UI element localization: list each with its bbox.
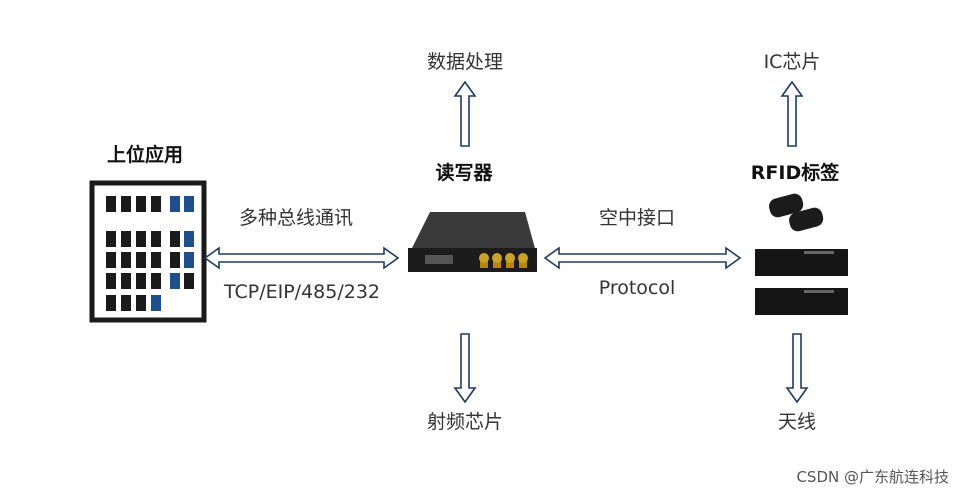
reader-label: 读写器 (435, 164, 492, 183)
antenna-label: 天线 (778, 413, 816, 432)
building-window (151, 231, 161, 247)
building-window (170, 273, 180, 289)
building-window (121, 273, 131, 289)
building-window (136, 231, 146, 247)
building-window (184, 196, 194, 212)
data-processing-arrow (455, 82, 475, 146)
building-window (184, 231, 194, 247)
building-window (170, 231, 180, 247)
bus-protocols-label: TCP/EIP/485/232 (224, 283, 380, 302)
data-processing-label: 数据处理 (427, 53, 503, 72)
bus-comm-label: 多种总线通讯 (239, 209, 353, 228)
air-interface-label: 空中接口 (599, 209, 675, 228)
building-window (170, 252, 180, 268)
protocol-label: Protocol (599, 279, 676, 298)
building-window (184, 273, 194, 289)
ic-chip-arrow (782, 82, 802, 146)
ic-chip-label: IC芯片 (764, 53, 821, 72)
antenna-arrow (787, 334, 807, 402)
building-window (151, 295, 161, 311)
building-window (170, 196, 180, 212)
building-window (106, 273, 116, 289)
reader-device-image (408, 212, 537, 272)
building-window (121, 252, 131, 268)
building-window (151, 252, 161, 268)
building-window (151, 273, 161, 289)
upper-app-label: 上位应用 (107, 146, 183, 165)
building-window (106, 196, 116, 212)
building-window (136, 196, 146, 212)
building-icon (92, 183, 204, 320)
bus-double-arrow (205, 248, 398, 268)
building-window (121, 295, 131, 311)
building-window (151, 196, 161, 212)
rfid-tags-image (755, 192, 848, 315)
building-window (136, 273, 146, 289)
rf-chip-arrow (455, 334, 475, 402)
building-window (106, 295, 116, 311)
rf-chip-label: 射频芯片 (427, 413, 503, 432)
building-window (121, 196, 131, 212)
watermark-text: CSDN @广东航连科技 (796, 466, 949, 487)
building-window (136, 295, 146, 311)
air-interface-double-arrow (545, 248, 740, 268)
building-window (106, 252, 116, 268)
building-window (184, 252, 194, 268)
rfid-tag-label: RFID标签 (751, 164, 839, 183)
building-window (106, 231, 116, 247)
building-window (121, 231, 131, 247)
building-window (136, 252, 146, 268)
